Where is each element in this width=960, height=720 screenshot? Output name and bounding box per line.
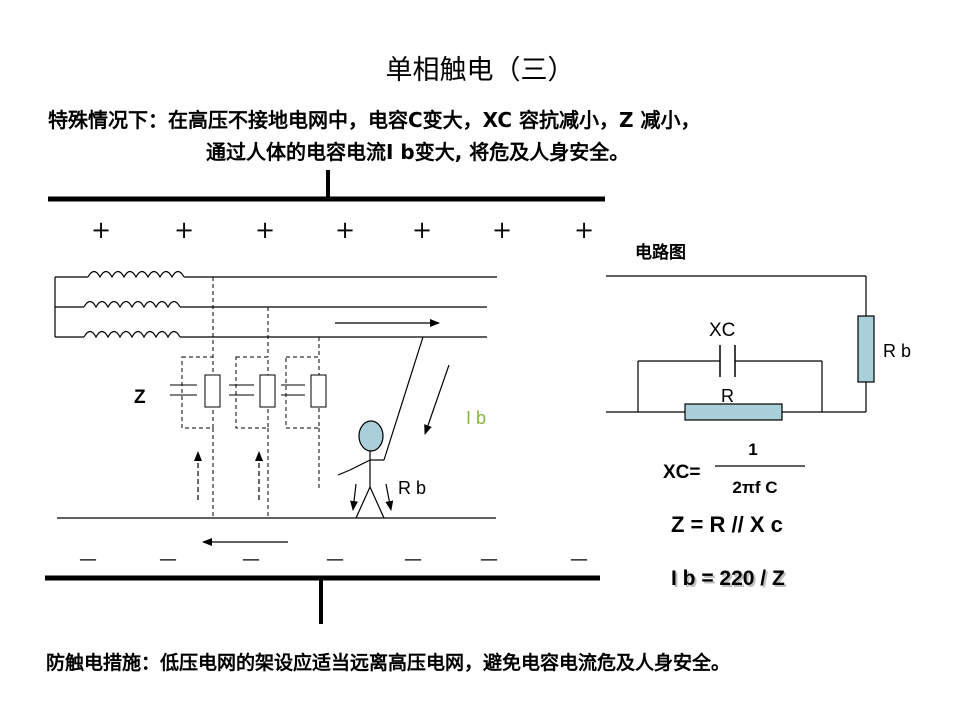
z-label: Z bbox=[134, 387, 146, 408]
page-title: 单相触电（三） bbox=[385, 55, 575, 86]
minus-sign: — bbox=[79, 549, 97, 570]
ib-formula: I b = 220 / Z bbox=[671, 567, 785, 590]
ib-label: I b bbox=[466, 408, 486, 428]
rb-label: R b bbox=[398, 478, 426, 498]
minus-sign: — bbox=[242, 549, 260, 570]
ground-current-arrows bbox=[194, 451, 263, 500]
minus-sign: — bbox=[480, 549, 498, 570]
ib-formula-shadow: I b = 220 / Z bbox=[673, 569, 787, 592]
equivalent-circuit bbox=[606, 275, 875, 421]
plus-sign: + bbox=[574, 216, 594, 244]
minus-sign: — bbox=[404, 549, 422, 570]
person-icon bbox=[337, 336, 424, 519]
xc-formula-numerator: 1 bbox=[748, 440, 757, 459]
z-formula: Z = R // X c bbox=[671, 512, 783, 537]
plus-sign: + bbox=[492, 216, 512, 244]
plus-sign: + bbox=[335, 216, 355, 244]
circuit-title: 电路图 bbox=[635, 242, 686, 263]
positive-charges: + + + + + + + bbox=[91, 216, 594, 244]
r-label: R bbox=[721, 386, 734, 406]
circuit-rb-label: R b bbox=[883, 341, 911, 361]
leakage-impedances bbox=[170, 277, 327, 518]
formulas: XC= 1 2πf C Z = R // X c I b = 220 / Z I… bbox=[663, 440, 805, 592]
minus-sign: — bbox=[159, 549, 177, 570]
protection-measure: 防触电措施：低压电网的架设应适当远离高压电网，避免电容电流危及人身安全。 bbox=[46, 652, 731, 674]
plus-sign: + bbox=[412, 216, 432, 244]
xc-label: XC bbox=[709, 320, 735, 341]
xc-formula-left: XC= bbox=[663, 462, 701, 483]
plus-sign: + bbox=[91, 216, 111, 244]
plus-sign: + bbox=[255, 216, 275, 244]
minus-sign: — bbox=[326, 549, 344, 570]
intro-line-1: 特殊情况下：在高压不接地电网中，电容C变大，XC 容抗减小，Z 减小， bbox=[48, 108, 701, 132]
top-electrode bbox=[48, 170, 605, 202]
phase-lines bbox=[54, 270, 497, 339]
bottom-electrode bbox=[45, 575, 600, 624]
ib-arrow bbox=[424, 364, 450, 435]
xc-formula-denominator: 2πf C bbox=[732, 478, 777, 497]
intro-line-2: 通过人体的电容电流I b变大, 将危及人身安全。 bbox=[206, 140, 630, 164]
plus-sign: + bbox=[174, 216, 194, 244]
minus-sign: — bbox=[570, 549, 588, 570]
negative-charges: — — — — — — — bbox=[79, 549, 588, 570]
intro-text: 特殊情况下：在高压不接地电网中，电容C变大，XC 容抗减小，Z 减小， 通过人体… bbox=[48, 104, 701, 168]
